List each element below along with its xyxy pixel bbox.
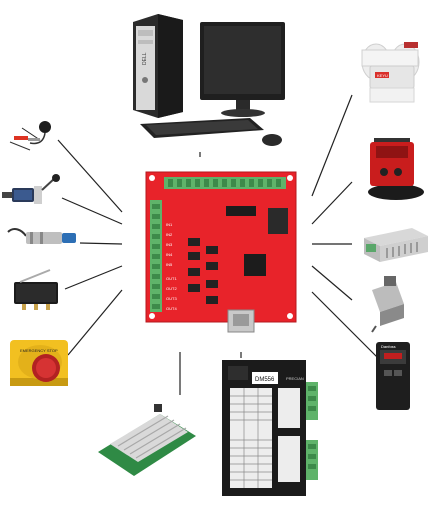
- pc-monitor: [200, 22, 285, 117]
- line-dust-collector: [311, 94, 353, 197]
- connection-lines: [57, 94, 381, 395]
- limit-switch: [2, 174, 60, 204]
- estop-button: EMERGENCY STOP: [10, 340, 68, 386]
- line-limit-switch: [61, 197, 123, 225]
- dm556-table-lines: [230, 388, 272, 488]
- dm556-brand-label: PRECIAN: [286, 376, 304, 381]
- touch-probe: [9, 121, 51, 151]
- pc-brand-label: DELL: [142, 52, 148, 65]
- pin-label: IN1: [166, 222, 173, 227]
- control-board: IN1 IN2 IN3 IN4 IN5 OUT1 OUT2 OUT3 OUT4: [145, 171, 297, 333]
- line-estop: [67, 289, 123, 356]
- vfd-inverter: Danfoss: [376, 342, 410, 410]
- pin-label: IN5: [166, 262, 173, 267]
- line-plasma: [311, 181, 353, 225]
- line-microswitch: [64, 265, 123, 290]
- micro-switch: [14, 269, 58, 310]
- pin-label: IN3: [166, 242, 173, 247]
- dm556-model-label: DM556: [255, 377, 275, 383]
- header-connector: [268, 208, 288, 234]
- pin-label: IN2: [166, 232, 173, 237]
- line-spindle: [311, 265, 353, 301]
- top-terminals: [168, 179, 281, 187]
- line-proximity-sensor: [79, 242, 123, 245]
- mcu-chip: [244, 254, 266, 276]
- pin-label: OUT4: [166, 306, 177, 311]
- pin-label: OUT1: [166, 276, 177, 281]
- pin-label: IN4: [166, 252, 173, 257]
- line-probe: [57, 139, 123, 213]
- spindle-motor: [371, 276, 404, 333]
- proximity-sensor: [7, 228, 76, 244]
- vfd-brand: Danfoss: [381, 344, 396, 349]
- small-ics: [188, 238, 218, 304]
- plasma-cutter: [368, 138, 424, 200]
- pc-keyboard: [140, 118, 282, 146]
- small-stepper-driver: [98, 404, 196, 476]
- pin-labels: IN1 IN2 IN3 IN4 IN5 OUT1 OUT2 OUT3 OUT4: [166, 222, 177, 311]
- dust-collector-brand: KEYU: [377, 73, 388, 78]
- power-supply: [364, 228, 428, 262]
- estop-label: EMERGENCY STOP: [20, 348, 58, 353]
- dm556-driver: DM556 PRECIAN: [222, 360, 318, 496]
- pc-tower: DELL: [133, 14, 183, 118]
- left-terminals: [152, 204, 160, 309]
- pin-label: OUT3: [166, 296, 177, 301]
- dust-collector: KEYU: [361, 42, 420, 103]
- line-vfd: [311, 291, 381, 361]
- pin-label: OUT2: [166, 286, 177, 291]
- ic-chip: [226, 206, 256, 216]
